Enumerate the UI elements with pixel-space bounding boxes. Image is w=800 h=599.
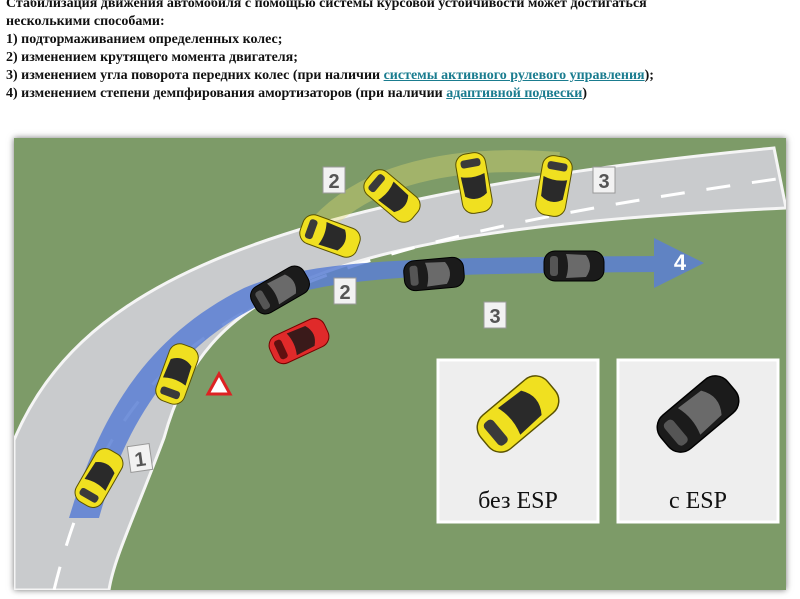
- panel-without-esp-label: без ESP: [478, 488, 558, 514]
- label-2-lower: 2: [333, 277, 357, 305]
- label-4-text: 4: [674, 250, 687, 275]
- label-4: 4: [674, 250, 687, 275]
- panel-with-esp: с ESP: [616, 358, 780, 524]
- method-4-tail: ): [582, 86, 588, 101]
- adaptive-suspension-link[interactable]: адаптивной подвески: [446, 86, 583, 101]
- stable-path-arrow: [69, 238, 704, 518]
- label-3-upper: 3: [592, 166, 616, 194]
- warning-triangle-icon: [205, 370, 233, 396]
- panel-without-esp: без ESP: [436, 358, 600, 524]
- method-2: 2) изменением крутящего момента двигател…: [6, 50, 298, 65]
- method-3-text: 3) изменением угла поворота передних кол…: [6, 68, 384, 83]
- panel-with-esp-label: с ESP: [669, 488, 727, 514]
- black-car-3: [543, 250, 605, 282]
- esp-diagram: 1 2 2 3 3 4 без ESP с ESP: [14, 138, 786, 590]
- label-1: 1: [126, 443, 154, 473]
- intro-line-2: несколькими способами:: [6, 14, 165, 29]
- method-3: 3) изменением угла поворота передних кол…: [6, 67, 796, 85]
- label-2-upper-text: 2: [328, 171, 339, 193]
- method-1: 1) подтормаживанием определенных колес;: [6, 32, 283, 47]
- active-steering-link[interactable]: системы активного рулевого управления: [383, 68, 645, 83]
- label-3-upper-text: 3: [598, 171, 609, 193]
- label-2-upper: 2: [322, 166, 346, 194]
- method-4-text: 4) изменением степени демпфирования амор…: [6, 86, 447, 101]
- skid-trail: [305, 150, 560, 241]
- road-center-line: [52, 176, 785, 590]
- method-3-tail: );: [644, 68, 654, 83]
- description-text: Стабилизация движения автомобиля с помощ…: [6, 0, 796, 103]
- label-3-lower: 3: [483, 301, 507, 329]
- label-2-lower-text: 2: [339, 282, 350, 304]
- black-car-2: [402, 255, 466, 293]
- esp-diagram-svg: 1 2 2 3 3 4 без ESP с ESP: [14, 138, 786, 590]
- label-1-text: 1: [133, 448, 147, 471]
- method-4: 4) изменением степени демпфирования амор…: [6, 85, 796, 103]
- label-3-lower-text: 3: [489, 306, 500, 328]
- intro-line-1: Стабилизация движения автомобиля с помощ…: [6, 0, 647, 11]
